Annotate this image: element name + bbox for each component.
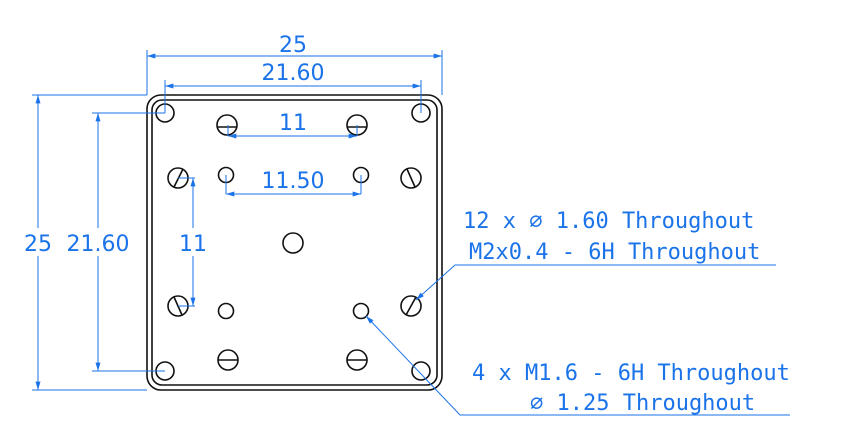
svg-text:25: 25 xyxy=(279,33,307,58)
dim-overall-height: 25 xyxy=(24,94,147,391)
dim-corner-spacing-h: 21.60 xyxy=(164,61,422,113)
dim-overall-width: 25 xyxy=(146,33,443,95)
svg-text:21.60: 21.60 xyxy=(67,232,130,257)
svg-text:11: 11 xyxy=(279,111,307,136)
svg-text:12 x ∅ 1.60 Throughout: 12 x ∅ 1.60 Throughout xyxy=(463,209,754,234)
svg-text:25: 25 xyxy=(24,232,52,257)
callout-large-holes: 12 x ∅ 1.60 Throughout M2x0.4 - 6H Throu… xyxy=(415,209,776,301)
svg-text:21.60: 21.60 xyxy=(262,61,325,86)
center-hole xyxy=(282,232,304,254)
svg-text:M2x0.4 - 6H Throughout: M2x0.4 - 6H Throughout xyxy=(469,240,760,265)
callout-small-holes: 4 x M1.6 - 6H Throughout ∅ 1.25 Througho… xyxy=(365,315,790,416)
svg-text:4 x M1.6 - 6H Throughout: 4 x M1.6 - 6H Throughout xyxy=(472,361,790,386)
svg-text:11: 11 xyxy=(179,232,207,257)
dim-small-hole-spacing-h: 11.50 xyxy=(225,169,362,197)
svg-text:11.50: 11.50 xyxy=(262,169,325,194)
svg-text:∅ 1.25 Throughout: ∅ 1.25 Throughout xyxy=(530,391,755,416)
small-holes xyxy=(217,166,370,320)
threaded-holes xyxy=(167,114,422,371)
dim-threaded-spacing-h: 11 xyxy=(227,111,358,139)
dim-threaded-spacing-v: 11 xyxy=(178,177,207,307)
plate-outline xyxy=(146,94,443,391)
dim-corner-spacing-v: 21.60 xyxy=(67,112,165,372)
